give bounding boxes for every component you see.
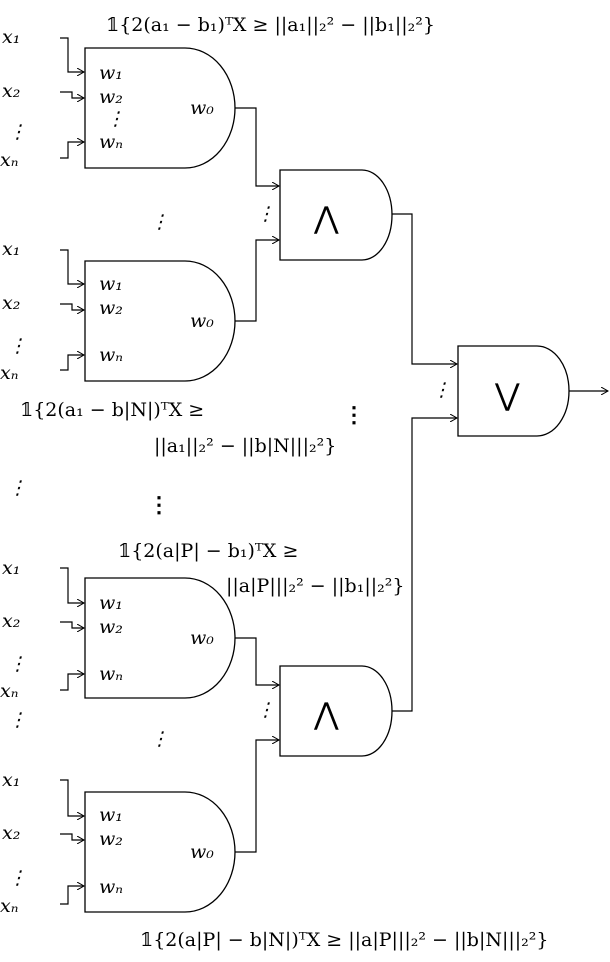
input-xn-label: xₙ: [0, 149, 18, 171]
weight-wn-label: wₙ: [99, 131, 123, 153]
ellipsis-units-top: ⋮: [150, 211, 169, 233]
input-x2-label: x₂: [2, 80, 20, 102]
bias-w0-label: w₀: [190, 841, 214, 863]
inputs-unit-4: x₁ x₂ ⋮ xₙ: [0, 769, 27, 917]
ellipsis-left: ⋮: [8, 477, 27, 499]
ellipsis-center: ⋮: [148, 492, 170, 518]
ellipsis-units-bottom: ⋮: [150, 728, 169, 750]
or-gate: [457, 345, 608, 437]
bias-w0-label: w₀: [190, 627, 214, 649]
condition-a1-bN-line1: 𝟙{2(a₁ − b|N|)ᵀX ≥: [20, 399, 204, 421]
bias-w0-label: w₀: [190, 310, 214, 332]
input-x2-label: x₂: [2, 822, 20, 844]
inputs-unit-1: x₁ x₂ ⋮ xₙ: [0, 26, 27, 171]
input-xn-label: xₙ: [0, 895, 18, 917]
condition-a1-b1: 𝟙{2(a₁ − b₁)ᵀX ≥ ||a₁||₂² − ||b₁||₂²}: [106, 14, 435, 36]
input-xn-label: xₙ: [0, 362, 18, 384]
weight-vdots: ⋮: [106, 108, 125, 130]
and-gate-2: [279, 418, 457, 757]
input-vdots: ⋮: [8, 867, 27, 889]
and-gate-1: [279, 169, 457, 364]
ellipsis-right-of-condition: ⋮: [343, 402, 365, 428]
input-vdots: ⋮: [8, 335, 27, 357]
weights-unit-1: w₁ w₂ ⋮ wₙ w₀: [99, 62, 214, 153]
threshold-unit-1: [60, 37, 279, 186]
weight-wn-label: wₙ: [99, 663, 123, 685]
weight-w2-label: w₂: [99, 616, 123, 638]
weights-unit-2: w₁ w₂ wₙ w₀: [99, 273, 214, 366]
bias-w0-label: w₀: [190, 97, 214, 119]
weight-w2-label: w₂: [99, 828, 123, 850]
and-symbol-2: ⋀: [313, 697, 339, 732]
or-symbol: ⋁: [494, 378, 520, 413]
input-x2-label: x₂: [2, 610, 20, 632]
input-x1-label: x₁: [2, 238, 20, 260]
threshold-unit-3: [60, 567, 279, 699]
weight-w2-label: w₂: [99, 86, 123, 108]
weight-w1-label: w₁: [99, 62, 123, 84]
weights-unit-3: w₁ w₂ wₙ w₀: [99, 592, 214, 685]
input-x2-label: x₂: [2, 292, 20, 314]
weight-w1-label: w₁: [99, 592, 123, 614]
input-xn-label: xₙ: [0, 680, 18, 702]
weight-w1-label: w₁: [99, 804, 123, 826]
weight-wn-label: wₙ: [99, 344, 123, 366]
ellipsis-or-inputs: ⋮: [432, 379, 451, 401]
weight-wn-label: wₙ: [99, 876, 123, 898]
input-vdots: ⋮: [8, 121, 27, 143]
ellipsis-left-lower: ⋮: [8, 709, 27, 731]
condition-aP-bN: 𝟙{2(a|P| − b|N|)ᵀX ≥ ||a|P|||₂² − ||b|N|…: [140, 929, 549, 951]
threshold-unit-4: [60, 740, 279, 913]
input-x1-label: x₁: [2, 557, 20, 579]
inputs-unit-2: x₁ x₂ ⋮ xₙ: [0, 238, 27, 384]
weights-unit-4: w₁ w₂ wₙ w₀: [99, 804, 214, 898]
and-symbol-1: ⋀: [313, 201, 339, 236]
threshold-unit-2: [60, 240, 279, 382]
ellipsis-and2-inputs: ⋮: [256, 699, 275, 721]
condition-a1-bN-line2: ||a₁||₂² − ||b|N|||₂²}: [154, 435, 336, 457]
condition-aP-b1-line2: ||a|P|||₂² − ||b₁||₂²}: [226, 575, 404, 597]
input-x1-label: x₁: [2, 26, 20, 48]
weight-w1-label: w₁: [99, 273, 123, 295]
condition-aP-b1-line1: 𝟙{2(a|P| − b₁)ᵀX ≥: [118, 540, 298, 562]
weight-w2-label: w₂: [99, 297, 123, 319]
inputs-unit-3: x₁ x₂ ⋮ xₙ: [0, 557, 27, 702]
input-vdots: ⋮: [8, 653, 27, 675]
input-x1-label: x₁: [2, 769, 20, 791]
ellipsis-and1-inputs: ⋮: [256, 203, 275, 225]
